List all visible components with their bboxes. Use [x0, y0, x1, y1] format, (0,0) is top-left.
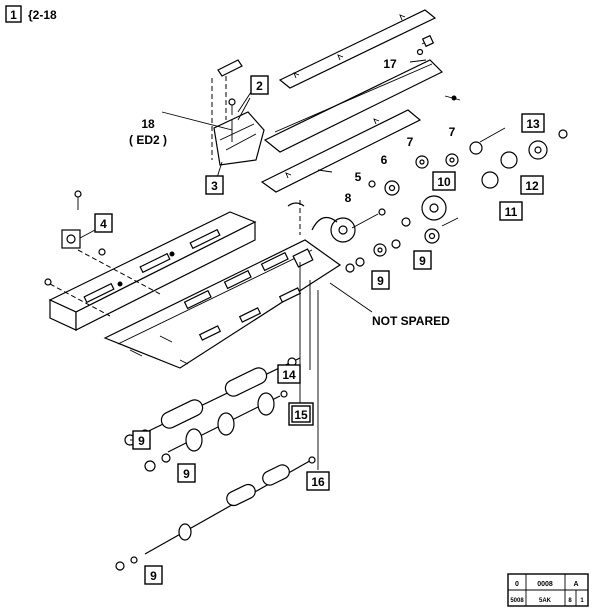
- reference-number: 1: [10, 8, 17, 22]
- corner-r1c3: A: [573, 581, 578, 588]
- corner-r2c2: 5AK: [539, 598, 552, 604]
- callout-9e-box: [144, 565, 163, 585]
- reference-number-box: [5, 5, 22, 23]
- callout-16: 16: [311, 475, 325, 489]
- callout-4-box: [94, 213, 113, 233]
- callout-9d: 9: [183, 467, 190, 481]
- callout-17: 17: [383, 57, 397, 71]
- callout-13: 13: [526, 117, 540, 131]
- callout-15-box: [291, 405, 311, 423]
- top-guide-plate: [278, 9, 437, 89]
- callout-11: 11: [505, 205, 518, 219]
- callout-9a: 9: [419, 254, 426, 268]
- main-frame: [48, 211, 257, 331]
- corner-r2c1: 5008: [510, 598, 524, 604]
- callout-9c: 9: [138, 434, 145, 448]
- bracket-plate: [213, 111, 265, 166]
- callout-3: 3: [211, 179, 218, 193]
- callout-2-box: [250, 75, 269, 95]
- spring-11: [481, 171, 499, 189]
- callout-9d-box: [177, 463, 196, 483]
- bushing-12: [500, 151, 518, 169]
- lower-guide-tray: [103, 239, 342, 369]
- callout-9e: 9: [150, 569, 157, 583]
- corner-r2c4: 1: [580, 598, 584, 604]
- roller-end-parts: [115, 429, 171, 571]
- callout-5: 5: [355, 170, 362, 184]
- callout-9c-box: [132, 430, 151, 450]
- roller-assembly-15: [167, 390, 288, 453]
- callout-10-box: [432, 171, 456, 191]
- corner-r1c1: 0: [515, 581, 519, 588]
- callout-2: 2: [256, 79, 263, 93]
- callout-12: 12: [525, 179, 539, 193]
- guide-tray: [103, 239, 342, 369]
- callout-18: 18: [141, 117, 155, 131]
- corner-id-box: 0 0008 A 5008 5AK 8 1: [507, 573, 589, 607]
- left-bracket: [44, 190, 106, 286]
- lower-guide-strip: [260, 109, 422, 193]
- callout-7a: 7: [407, 135, 414, 149]
- roller-assembly-16: [144, 456, 316, 555]
- callout-11-box: [499, 201, 523, 221]
- callout-16-box: [306, 471, 330, 491]
- drive-components: [287, 129, 568, 273]
- callout-4: 4: [100, 217, 107, 231]
- bracket-assembly: [211, 59, 265, 166]
- callout-15: 15: [294, 408, 308, 422]
- callout-8: 8: [345, 191, 352, 205]
- header-reference: 1 {2-18: [5, 5, 57, 23]
- callout-6: 6: [381, 153, 388, 167]
- callout-3-box: [205, 175, 224, 195]
- upper-guide-plates: [260, 9, 461, 193]
- callout-18-sub: ( ED2 ): [129, 133, 167, 147]
- callout-14-box: [277, 364, 301, 384]
- callout-9b-box: [371, 270, 390, 290]
- not-spared-note: NOT SPARED: [372, 314, 450, 328]
- callout-9b: 9: [377, 274, 384, 288]
- leader-lines: [79, 59, 506, 470]
- callout-13-box: [521, 113, 545, 133]
- callout-7b: 7: [449, 125, 456, 139]
- callout-10: 10: [437, 175, 451, 189]
- callout-14: 14: [282, 368, 296, 382]
- callouts: 2 3 4 5 6 7 7 8 9 9 9 9 9 10 11 12 13 14…: [94, 57, 545, 585]
- callout-12-box: [520, 175, 544, 195]
- reference-range: {2-18: [28, 8, 57, 22]
- roller-assembly-14: [129, 357, 301, 441]
- corner-r2c3: 8: [568, 598, 572, 604]
- upper-guide-strip: [263, 59, 444, 153]
- callout-9a-box: [413, 250, 432, 270]
- corner-r1c2: 0008: [537, 581, 553, 588]
